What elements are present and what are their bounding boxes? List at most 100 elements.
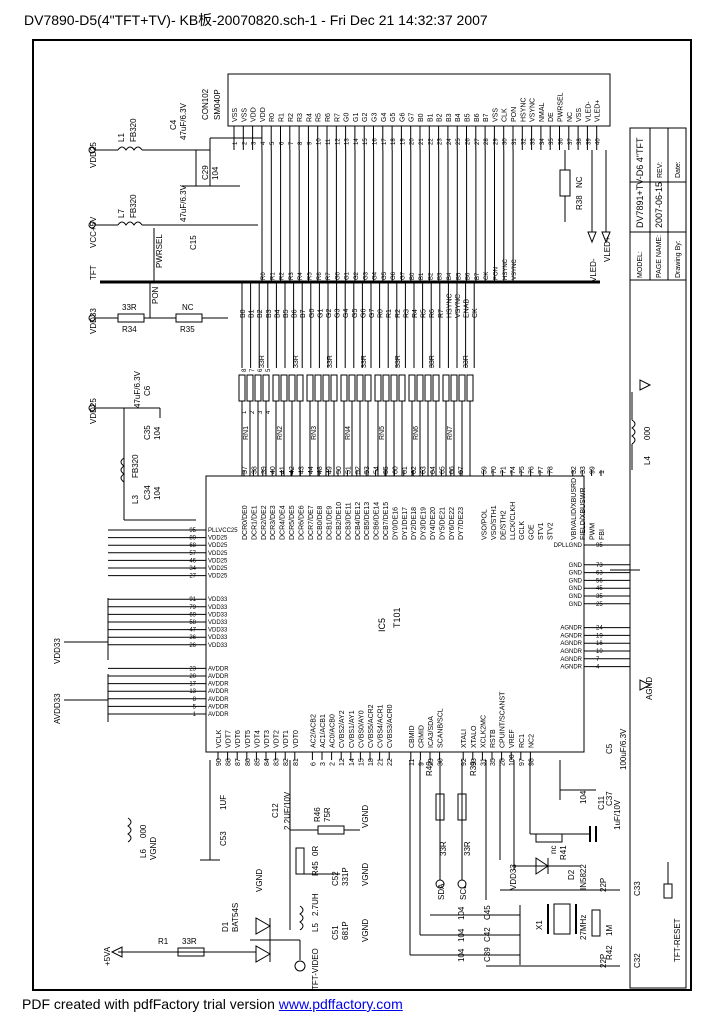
ic5-bottom-pin-signal: VDT5 (245, 730, 252, 748)
rn-pin-num-top: 5 (266, 368, 272, 372)
r42-ref: R42 (605, 945, 614, 960)
con102-pin-label: G2 (362, 113, 369, 122)
ic5-top-pin-number: 49 (327, 466, 334, 474)
c12-value: 2.2UF/10V (283, 791, 292, 830)
con102-pin-number: 27 (475, 138, 481, 145)
rn-resistor (330, 374, 338, 402)
rn-ref: RN6 (413, 426, 420, 440)
vdd33-top-label: VDD33 (89, 308, 98, 334)
ic5-right-pins: 95DPLLGND73GND63GND56GND45GND35GND25GND2… (554, 543, 630, 671)
ic5-top-pin-number: 78 (547, 466, 554, 474)
ic5-bottom-pin-signal: CRMID (418, 725, 425, 748)
ic5-left-pin-number: 5 (193, 704, 197, 710)
tft-video-label: TFT-VIDEO (311, 948, 320, 990)
ic5-bottom-pin-signal: RSTB (490, 729, 497, 748)
con102-pin-number: 38 (577, 138, 583, 145)
ic5-right-pin-signal: GND (569, 602, 583, 608)
ic5-right-pin-signal: AGNDR (560, 633, 582, 639)
con102-pin-label: B2 (437, 113, 444, 122)
ic5-top-pin-number: 37 (242, 466, 249, 474)
rn-pin-num-bottom: 1 (242, 410, 248, 414)
ic5-left-pin-number: 23 (189, 666, 196, 672)
ic5-top-pin-number: 33 (580, 466, 587, 474)
title-date-label: Date: (675, 161, 682, 178)
ic5-top-pin-signal: DCR3/DE3 (270, 505, 277, 540)
ic5-top-pin-signal: VSO/STH1 (491, 505, 498, 540)
vcc5v-label: VCC+5V (89, 216, 98, 248)
c35-ref: C35 (143, 425, 152, 440)
r35-value: NC (182, 303, 194, 312)
con102-pin-label: VDD (251, 107, 258, 122)
con102-pin-number: 12 (335, 138, 341, 145)
ic5-bottom-pin-number: 97 (519, 758, 526, 766)
bus-label-lower: G7 (369, 309, 376, 318)
rn-resistor (356, 374, 364, 402)
ic5-bottom-pin-signal: CPUINT/SCANST (500, 691, 507, 748)
ic5-bottom-pin-number: 3 (320, 762, 327, 766)
ic5-bottom-pin-signal: VDT6 (235, 730, 242, 748)
ic5-left-pin-number: 95 (189, 528, 196, 534)
l1-value: FB320 (129, 118, 138, 142)
ic5-bottom-pin-number: 93 (471, 758, 478, 766)
bus-label-upper: G2 (354, 271, 360, 280)
supply-section-mid: VDD25 C6 47uF/6.3V C35 104 L3 FB320 C34 … (53, 370, 196, 724)
ic5-bottom-pin-signal: VDT3 (264, 730, 271, 748)
ic5-top-pin-signal: DCR2/DE2 (261, 505, 268, 540)
rn-resistor (306, 374, 314, 402)
rn-value: 33R (361, 355, 368, 368)
rn-pin-num-bottom: 2 (250, 410, 256, 414)
d1-value: BAT54S (231, 903, 240, 932)
bus-label-upper: G4 (373, 271, 379, 280)
plus5va-label: +5VA (103, 946, 112, 966)
footer-link[interactable]: www.pdffactory.com (278, 996, 403, 1012)
ic5-left-pin-signal: VDD33 (208, 612, 228, 618)
ic5-bottom-pin-number: 81 (293, 758, 300, 766)
agnd-label: AGND (645, 677, 654, 700)
ic5-bottom-pin-signal: ICA3/SDA (428, 716, 435, 748)
ic5-bottom-pin-number: 85 (254, 758, 261, 766)
c5-ref: C5 (605, 743, 614, 754)
ic5-left-pin-signal: VDD25 (208, 536, 228, 542)
l5-value: 2.7UH (311, 893, 320, 916)
vled-section: R38 NC VLED- VLED+ (559, 150, 612, 282)
con102-pin-number: 14 (354, 138, 360, 145)
bus-label-lower: ENAB (464, 299, 471, 318)
ic5-bottom-pin-signal: CVBS3/ACR0 (387, 704, 394, 748)
title-date: 2007-06-15 (654, 182, 664, 228)
con102-pin-label: R3 (297, 113, 304, 122)
con102-pin-label: G5 (390, 113, 397, 122)
ic5-top-pin-signal: FIELD/XBUSWR (580, 487, 587, 540)
c29-value: 104 (211, 166, 220, 180)
c51-ref: C51 (331, 925, 340, 940)
rn-resistor (466, 374, 474, 402)
con102-pin-label: B1 (427, 113, 434, 122)
con102-pin-label: PWRSEL (558, 92, 565, 122)
bus-label-lower: G5 (352, 309, 359, 318)
con102-pin-number: 7 (289, 141, 295, 145)
ic5-bottom-pin-signal: CVBS0/AY0 (358, 710, 365, 748)
rn-value: 33R (429, 355, 436, 368)
c53-value: 1UF (219, 795, 228, 810)
bus-label-upper: B6 (466, 272, 472, 280)
ic5-bottom-pin-signal: NC2 (528, 734, 535, 748)
rn-resistor (390, 374, 398, 402)
con102-pin-number: 8 (298, 141, 304, 145)
con102-pin-label: VLED+ (595, 100, 602, 122)
con102-pin-label: VDD (260, 107, 267, 122)
rn-resistor (374, 374, 382, 402)
r1-value: 33R (182, 937, 197, 946)
con102-pin-number: 25 (456, 138, 462, 145)
ic5-top-pin-number: 65 (439, 466, 446, 474)
bus-label-lower: R6 (429, 309, 436, 318)
ic5-left-pin-number: 26 (189, 643, 196, 649)
bus-label-upper: G1 (345, 271, 351, 280)
ic5-right-pin-signal: AGNDR (560, 665, 582, 671)
ic5-left-pin-signal: VDD33 (208, 643, 228, 649)
con102-pin-number: 39 (586, 138, 592, 145)
con102-pin-label: R6 (325, 113, 332, 122)
c34-value: 104 (153, 486, 162, 500)
con102-pin-number: 5 (270, 141, 276, 145)
bus-label-upper: B2 (428, 272, 434, 280)
vgnd3-label: VGND (361, 863, 370, 886)
